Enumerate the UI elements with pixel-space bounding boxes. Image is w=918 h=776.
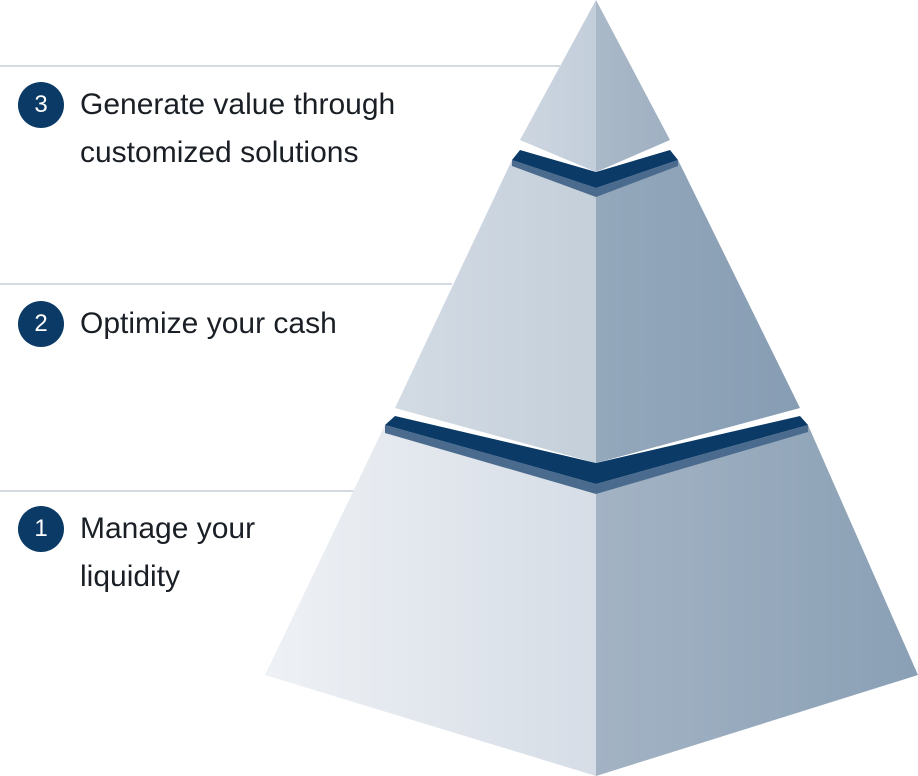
pyramid-band-lower [385,416,808,484]
tier-1-row: 1 Manage your liquidity [18,506,255,601]
pyramid-top-left-face [520,0,596,172]
pyramid-middle-left-face [395,160,596,463]
tier-1-label-line-2: liquidity [80,560,181,593]
tier-2-number-badge: 2 [18,301,64,347]
tier-1-number-badge: 1 [18,506,64,552]
tier-2-label: Optimize your cash [80,300,337,348]
pyramid-bottom-right-face [596,425,918,776]
tier-1-label-line-1: Manage your [80,512,256,545]
pyramid-middle-right-face [596,160,800,463]
tier-2-label-line-1: Optimize your cash [80,307,337,340]
tier-2-row: 2 Optimize your cash [18,301,337,348]
pyramid-bottom-left-face [265,425,596,776]
tier-3-number-badge: 3 [18,82,64,128]
pyramid-top-right-face [596,0,670,172]
pyramid-band-upper [512,150,678,188]
pyramid-band-upper-shadow [512,160,678,197]
tier-3-label-line-1: Generate value through [80,88,396,121]
tier-3-label-line-2: customized solutions [80,136,359,169]
tier-3-label: Generate value through customized soluti… [80,81,395,177]
tier-1-label: Manage your liquidity [80,505,255,601]
tier-3-row: 3 Generate value through customized solu… [18,82,395,177]
